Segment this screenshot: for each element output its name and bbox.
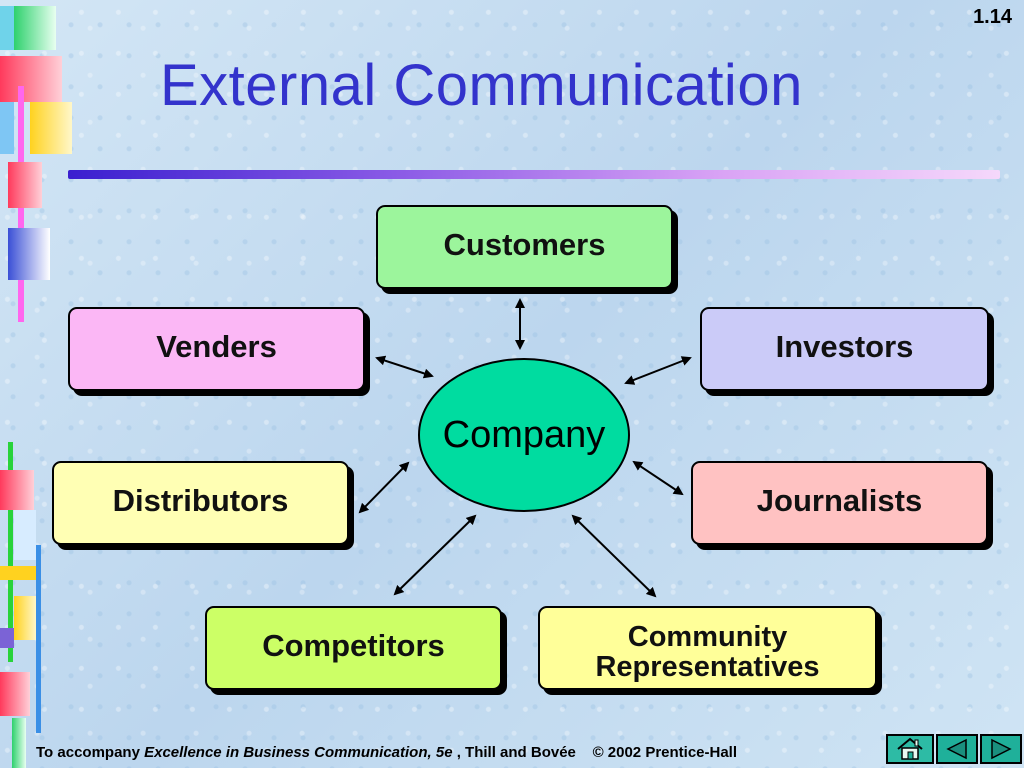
footer-book-title: Excellence in Business Communication, 5e	[144, 744, 453, 761]
previous-slide-button[interactable]	[936, 734, 978, 764]
arrow-competitors	[393, 514, 477, 596]
node-journalists-label: Journalists	[756, 483, 923, 518]
home-icon	[897, 737, 923, 760]
center-node-company: Company	[418, 358, 630, 512]
arrow-venders	[375, 355, 434, 379]
home-button[interactable]	[886, 734, 934, 764]
footer-authors: , Thill and Bovée	[452, 744, 576, 761]
triangle-right-icon	[991, 738, 1012, 760]
node-competitors: Competitors	[205, 606, 502, 690]
slide-navigation	[886, 734, 1024, 766]
center-node-label: Company	[442, 413, 606, 456]
node-venders: Venders	[68, 307, 365, 391]
node-venders-label: Venders	[156, 329, 277, 364]
arrow-investors	[624, 356, 692, 385]
node-community-label-line1: Community	[627, 621, 788, 653]
node-distributors: Distributors	[52, 461, 349, 545]
footer-prefix: To accompany	[36, 744, 145, 761]
page-title: External Communication	[160, 53, 803, 118]
footer-citation: To accompany Excellence in Business Comm…	[36, 744, 737, 761]
triangle-left-icon	[946, 738, 967, 760]
title-divider	[68, 170, 1000, 179]
arrow-distributors	[358, 461, 410, 514]
slide-number: 1.14	[973, 6, 1012, 28]
node-investors: Investors	[700, 307, 989, 391]
arrow-journalists	[632, 460, 684, 496]
node-journalists: Journalists	[691, 461, 988, 545]
footer-copyright: © 2002 Prentice-Hall	[592, 744, 738, 761]
node-community-representatives: Community Representatives	[538, 606, 877, 690]
node-customers: Customers	[376, 205, 673, 289]
node-investors-label: Investors	[775, 329, 914, 364]
next-slide-button[interactable]	[980, 734, 1022, 764]
node-customers-label: Customers	[443, 227, 606, 262]
node-distributors-label: Distributors	[112, 483, 289, 518]
arrow-community	[571, 514, 657, 598]
node-community-label-line2: Representatives	[595, 651, 820, 683]
node-competitors-label: Competitors	[262, 628, 445, 663]
